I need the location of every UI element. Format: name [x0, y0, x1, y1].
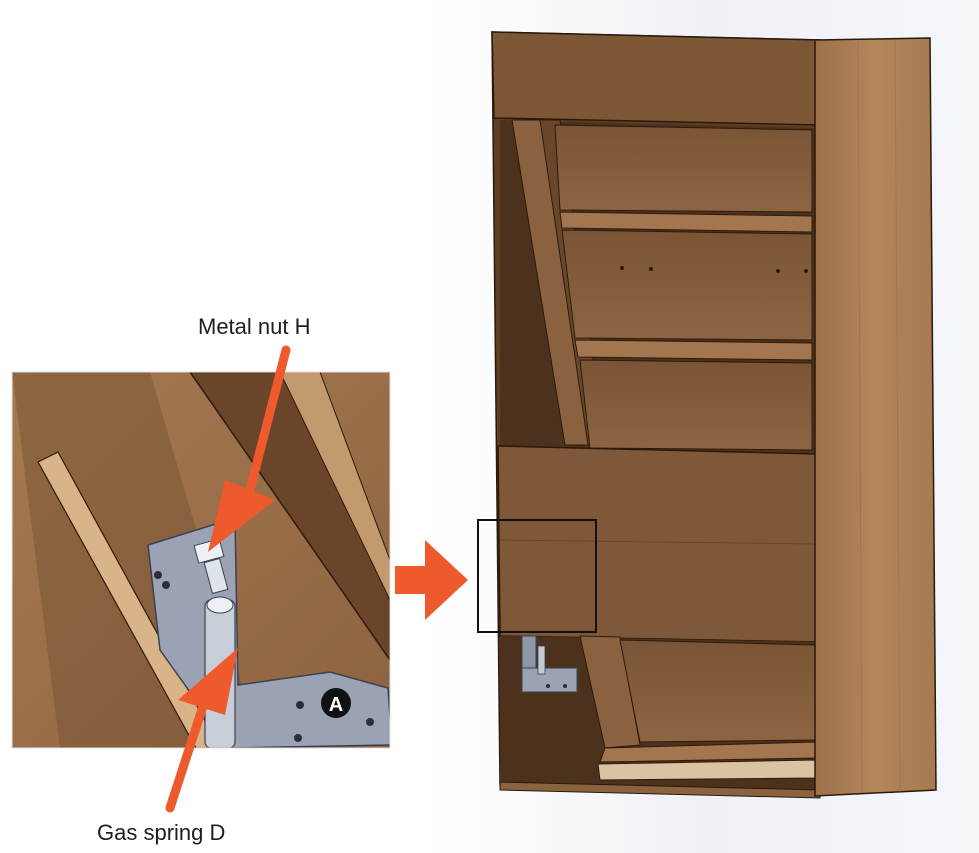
inset-diagonal-board [189, 372, 390, 662]
bracket-hole [162, 581, 170, 589]
gas-spring-label: Gas spring D [97, 820, 226, 845]
cabinet-bottom-edge [499, 781, 821, 799]
bottom-board [597, 759, 816, 781]
metal-nut-label: Metal nut H [198, 314, 311, 339]
bracket-hole [294, 734, 302, 742]
lower-slat [619, 639, 816, 743]
slat-1-edge [559, 211, 813, 233]
cabinet [477, 31, 937, 799]
nut-callout-arrow [208, 345, 291, 552]
slat-2 [561, 229, 813, 341]
screw-hole [776, 269, 780, 273]
gas-spring-callout-arrow [165, 648, 238, 813]
metal-nut [203, 557, 229, 595]
screw-hole [620, 266, 624, 270]
cabinet-side-panel [814, 37, 937, 797]
bracket-hole [366, 718, 374, 726]
screw-hole [804, 269, 808, 273]
inset-board-edge [279, 372, 390, 601]
marker-a-badge [321, 688, 351, 718]
pointer-arrow [395, 540, 468, 620]
slat-1 [554, 124, 813, 213]
cabinet-top-panel [491, 31, 821, 126]
slat-3 [579, 359, 813, 451]
side-grain [894, 39, 901, 793]
gas-spring-top [206, 596, 234, 614]
marker-a-label: A [329, 694, 343, 716]
bracket-hole [296, 701, 304, 709]
inset-frame [11, 371, 391, 749]
bracket-hole [154, 571, 162, 579]
panel-grain [499, 539, 819, 545]
inset-light-slat [37, 451, 221, 748]
screw-hole [649, 267, 653, 271]
cabinet-middle-panel [497, 445, 819, 643]
slat-2-edge [574, 339, 813, 361]
side-grain [857, 41, 863, 794]
detail-highlight-box [477, 519, 597, 633]
gas-spring-bracket-small [521, 635, 578, 693]
